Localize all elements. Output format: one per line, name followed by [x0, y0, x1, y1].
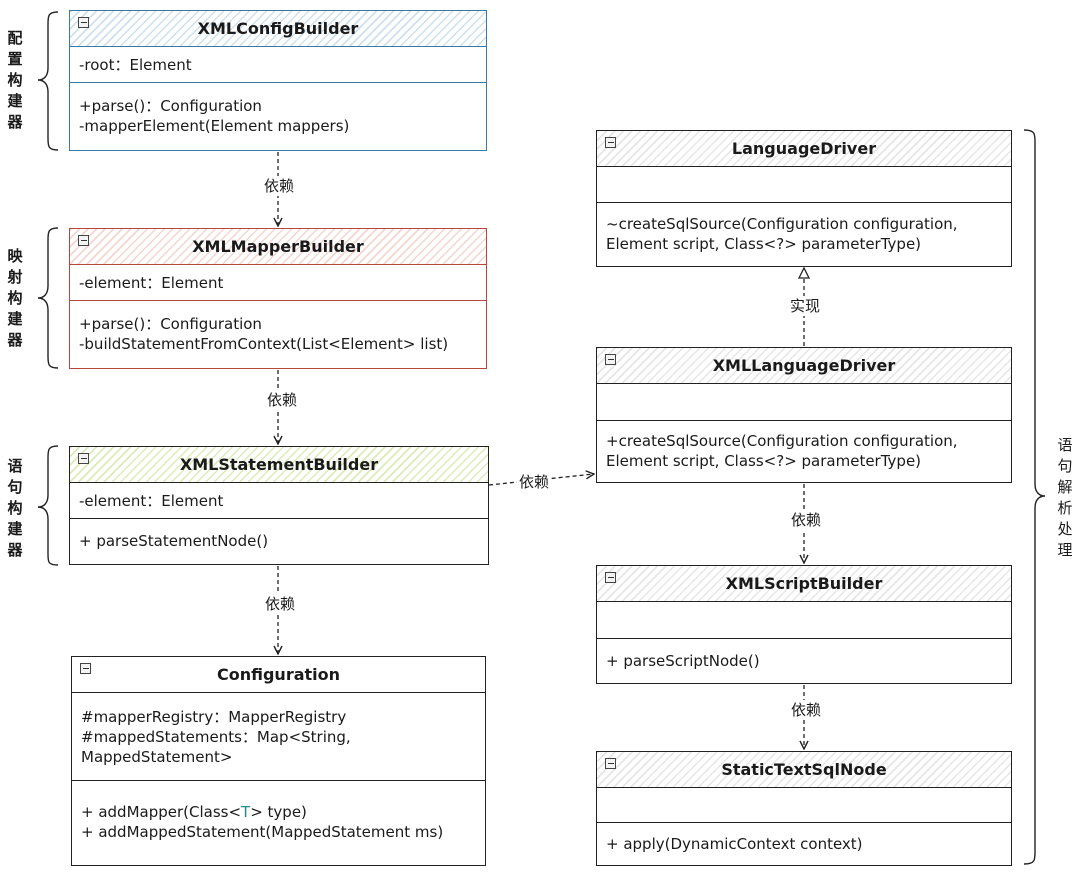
- collapse-icon[interactable]: [605, 354, 616, 365]
- method: +createSqlSource(Configuration configura…: [606, 432, 958, 450]
- group-label-statement-builder: 语句构建器: [7, 457, 23, 559]
- edge-label-statement-to-configuration: 依赖: [262, 594, 298, 614]
- method-part: > type): [250, 803, 307, 821]
- class-header: XMLLanguageDriver: [597, 348, 1011, 384]
- bracket-mapper-builder: [37, 227, 59, 369]
- class-name: Configuration: [216, 665, 341, 684]
- method: + parseStatementNode(): [79, 532, 269, 550]
- edge-label-statement-to-language-driver: 依赖: [516, 472, 552, 492]
- class-header: LanguageDriver: [597, 131, 1011, 167]
- class-name: XMLLanguageDriver: [712, 356, 896, 375]
- class-xml-script-builder[interactable]: XMLScriptBuilder + parseScriptNode(): [596, 565, 1012, 684]
- type-parameter: T: [241, 803, 251, 821]
- class-name: XMLStatementBuilder: [179, 455, 379, 474]
- class-header: XMLMapperBuilder: [70, 229, 486, 265]
- methods-section: + apply(DynamicContext context): [597, 823, 1011, 864]
- attribute: -root：Element: [79, 55, 192, 74]
- collapse-icon[interactable]: [605, 758, 616, 769]
- class-header: XMLStatementBuilder: [70, 447, 488, 483]
- attributes-section: [597, 384, 1011, 421]
- attribute: -element：Element: [79, 273, 224, 292]
- method: Element script, Class<?> parameterType): [606, 452, 922, 470]
- collapse-icon[interactable]: [605, 572, 616, 583]
- attribute: #mappedStatements：Map<String,: [81, 727, 351, 746]
- methods-section: ~createSqlSource(Configuration configura…: [597, 203, 1011, 265]
- method-add-mapper: + addMapper(Class<T> type): [81, 802, 476, 822]
- attributes-section: [597, 602, 1011, 639]
- attributes-section: -root：Element: [70, 47, 486, 83]
- collapse-icon[interactable]: [78, 17, 89, 28]
- edge-label-driver-to-script-builder: 依赖: [788, 510, 824, 530]
- group-label-mapper-builder: 映射构建器: [7, 247, 23, 349]
- methods-section: + parseStatementNode(): [70, 519, 488, 563]
- collapse-icon[interactable]: [605, 137, 616, 148]
- method: +parse()：Configuration: [79, 315, 262, 333]
- class-xml-statement-builder[interactable]: XMLStatementBuilder -element：Element + p…: [69, 446, 489, 565]
- method: ~createSqlSource(Configuration configura…: [606, 215, 958, 233]
- edge-label-config-to-mapper: 依赖: [261, 176, 297, 196]
- edge-label-implements: 实现: [787, 296, 823, 316]
- class-header: XMLConfigBuilder: [70, 11, 486, 47]
- class-name: StaticTextSqlNode: [721, 760, 887, 779]
- class-configuration[interactable]: Configuration #mapperRegistry：MapperRegi…: [71, 656, 486, 866]
- class-xml-mapper-builder[interactable]: XMLMapperBuilder -element：Element +parse…: [69, 228, 487, 369]
- attributes-section: #mapperRegistry：MapperRegistry #mappedSt…: [72, 693, 485, 781]
- method: +parse()：Configuration: [79, 97, 262, 115]
- collapse-icon[interactable]: [78, 235, 89, 246]
- edge-label-script-builder-to-static-node: 依赖: [788, 700, 824, 720]
- attributes-section: -element：Element: [70, 483, 488, 519]
- class-xml-language-driver[interactable]: XMLLanguageDriver +createSqlSource(Confi…: [596, 347, 1012, 483]
- group-label-statement-parsing: 语句解析处理: [1057, 436, 1073, 559]
- bracket-statement-parsing: [1023, 129, 1046, 865]
- attribute: -element：Element: [79, 491, 224, 510]
- attributes-section: [597, 788, 1011, 823]
- class-header: Configuration: [72, 657, 485, 693]
- method: -buildStatementFromContext(List<Element>…: [79, 335, 449, 353]
- collapse-icon[interactable]: [78, 453, 89, 464]
- methods-section: +parse()：Configuration -buildStatementFr…: [70, 301, 486, 367]
- attributes-section: -element：Element: [70, 265, 486, 301]
- attribute: #mapperRegistry：MapperRegistry: [81, 707, 347, 726]
- attributes-section: [597, 167, 1011, 203]
- class-name: XMLConfigBuilder: [197, 19, 359, 38]
- class-name: XMLScriptBuilder: [725, 574, 883, 593]
- methods-section: + addMapper(Class<T> type) + addMappedSt…: [72, 781, 485, 863]
- bracket-config-builder: [37, 11, 59, 151]
- method: + addMappedStatement(MappedStatement ms): [81, 823, 444, 841]
- class-header: XMLScriptBuilder: [597, 566, 1011, 602]
- bracket-statement-builder: [37, 445, 59, 566]
- methods-section: +parse()：Configuration -mapperElement(El…: [70, 83, 486, 149]
- edge-label-mapper-to-statement: 依赖: [264, 390, 300, 410]
- methods-section: + parseScriptNode(): [597, 639, 1011, 682]
- method: Element script, Class<?> parameterType): [606, 235, 922, 253]
- group-label-config-builder: 配置构建器: [7, 29, 23, 131]
- attribute: MappedStatement>: [81, 747, 233, 766]
- class-header: StaticTextSqlNode: [597, 752, 1011, 788]
- class-static-text-sql-node[interactable]: StaticTextSqlNode + apply(DynamicContext…: [596, 751, 1012, 866]
- class-name: LanguageDriver: [731, 139, 877, 158]
- class-language-driver[interactable]: LanguageDriver ~createSqlSource(Configur…: [596, 130, 1012, 267]
- class-xml-config-builder[interactable]: XMLConfigBuilder -root：Element +parse()：…: [69, 10, 487, 151]
- collapse-icon[interactable]: [80, 663, 91, 674]
- methods-section: +createSqlSource(Configuration configura…: [597, 421, 1011, 481]
- method: + parseScriptNode(): [606, 651, 760, 670]
- class-name: XMLMapperBuilder: [192, 237, 364, 256]
- method: -mapperElement(Element mappers): [79, 117, 350, 135]
- method-part: + addMapper(Class<: [81, 803, 242, 821]
- method: + apply(DynamicContext context): [606, 834, 863, 853]
